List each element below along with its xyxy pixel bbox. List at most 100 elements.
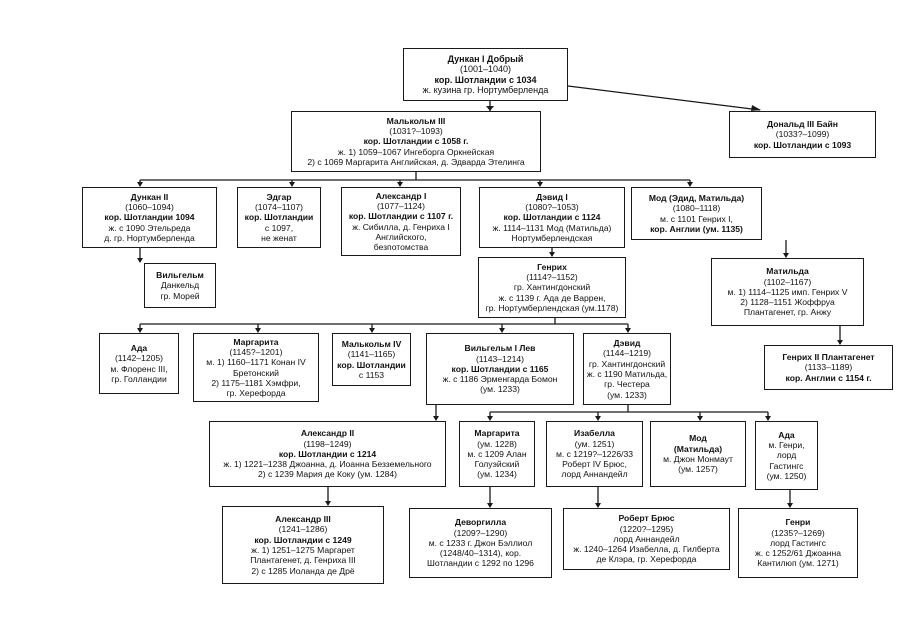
node-line: (1145?–1201) <box>229 346 283 357</box>
node-line: Нортумберлендская <box>511 232 593 243</box>
node-line: Александр I <box>375 190 427 201</box>
node-maud-2: Мод(Матильда)м. Джон Монмаут(ум. 1257) <box>650 421 746 487</box>
node-line: ж. с 1186 Эрменгарда Бомон <box>442 374 558 385</box>
node-matilda: Матильда(1102–1167)м. 1) 1114–1125 имп. … <box>711 258 864 326</box>
node-line: (1102–1167) <box>763 276 812 287</box>
node-line: 2) 1175–1181 Хэмфри, <box>211 377 301 388</box>
node-maud: Мод (Эдид, Матильда)(1080–1118)м. с 1101… <box>631 187 762 240</box>
node-line: ж. с 1190 Матильда, <box>586 369 668 379</box>
node-line: Малькольм IV <box>341 338 402 349</box>
node-line: (1080?–1053) <box>525 202 579 213</box>
node-alexander-ii: Александр II(1198–1249)кор. Шотландии с … <box>209 421 446 487</box>
node-line: (1080–1118) <box>672 203 721 214</box>
node-line: лорд Гастингс <box>770 537 826 548</box>
node-line: с 1097, <box>264 222 294 233</box>
node-line: 2) 1128–1151 Жоффруа <box>740 297 835 308</box>
node-line: Маргарита <box>233 336 279 347</box>
node-line: лорд <box>776 450 797 461</box>
node-line: Александр III <box>275 514 331 525</box>
node-line: Вильгельм <box>156 270 204 281</box>
node-line: (1074–1107) <box>254 202 304 213</box>
node-line: (1235?–1269) <box>771 527 825 538</box>
node-line: ж. кузина гр. Нортумберленда <box>422 84 549 95</box>
node-line: (1144–1219) <box>602 348 652 359</box>
node-line: Дэвид I <box>536 191 568 202</box>
node-line: м. Генри, <box>768 440 805 451</box>
node-line: (1220?–1295) <box>619 523 674 534</box>
node-line: м. с 1219?–1226/33 <box>555 448 634 459</box>
node-line: кор. Шотландии с 1249 <box>254 534 352 545</box>
node-line: Генрих <box>537 261 567 272</box>
node-line: ж. с 1090 Этельреда <box>108 222 191 233</box>
node-line: д. гр. Нортумберленда <box>104 232 195 243</box>
node-line: ж. 1114–1131 Мод (Матильда) <box>492 222 612 233</box>
node-line: гр. Морей <box>160 290 200 301</box>
node-line: Матильда <box>766 266 809 277</box>
node-line: Генрих II Плантагенет <box>782 352 875 363</box>
node-line: м. с 1101 Генрих I, <box>660 213 733 224</box>
node-line: (1033?–1099) <box>775 129 830 140</box>
node-line: ж. Сибилла, д. Генриха I <box>352 221 450 232</box>
node-line: кор. Шотландии 1094 <box>104 212 195 223</box>
node-line: Мод <box>689 433 707 444</box>
node-line: ж. 1) 1221–1238 Джоанна, д. Иоанна Беззе… <box>223 459 432 470</box>
node-line: (ум. 1234) <box>477 469 517 480</box>
node-line: не женат <box>261 232 297 243</box>
node-line: 2) с 1285 Иоланда де Дрё <box>251 565 355 576</box>
node-line: Деворгилла <box>454 517 507 528</box>
node-line: (1060–1094) <box>125 202 174 213</box>
node-line: Дункан I Добрый <box>447 53 524 64</box>
node-line: Маргарита <box>474 428 520 439</box>
node-line: (1209?–1290) <box>453 527 508 538</box>
node-line: безпотомства <box>373 242 429 253</box>
node-margaret-1: Маргарита(1145?–1201)м. 1) 1160–1171 Кон… <box>193 333 319 402</box>
node-line: Гастингс <box>769 460 804 471</box>
node-line: кор. Англии с 1154 г. <box>785 372 872 383</box>
node-line: м. Флоренс III, <box>110 363 168 374</box>
arrowhead <box>751 105 761 111</box>
node-line: м. Джон Монмаут <box>663 454 733 464</box>
node-line: ж. с 1252/61 Джоанна <box>754 548 842 559</box>
node-donald-iii: Дональд III Байн(1033?–1099)кор. Шотланд… <box>729 111 876 158</box>
arrowhead <box>486 106 494 111</box>
node-line: лорд Аннандейл <box>613 533 680 544</box>
node-alexander-iii: Александр III(1241–1286)кор. Шотландии с… <box>222 506 384 584</box>
node-line: Мод (Эдид, Матильда) <box>648 192 745 203</box>
node-line: (1133–1189) <box>804 362 853 373</box>
node-line: Роберт Брюс <box>618 513 675 524</box>
node-line: Бретонский <box>233 367 279 378</box>
node-line: гр. Голландии <box>111 373 167 384</box>
node-henry-ii: Генрих II Плантагенет(1133–1189)кор. Анг… <box>764 345 893 390</box>
node-dervorguilla: Деворгилла(1209?–1290)м. с 1233 г. Джон … <box>409 508 552 578</box>
node-line: (1198–1249) <box>303 438 352 449</box>
node-ada-1: Ада(1142–1205)м. Флоренс III,гр. Голланд… <box>99 333 179 394</box>
node-line: ж. 1) 1059–1067 Ингеборга Оркнейская <box>337 146 495 157</box>
node-line: (1142–1205) <box>114 353 164 364</box>
node-line: 2) с 1069 Маргарита Английская, д. Эдвар… <box>307 156 525 167</box>
node-line: (ум. 1250) <box>766 470 807 481</box>
node-line: Ада <box>130 342 148 353</box>
node-line: м. с 1209 Алан <box>467 448 527 459</box>
node-line: с 1153 <box>358 369 385 380</box>
node-william-i: Вильгельм I Лев(1143–1214)кор. Шотландии… <box>426 333 574 405</box>
node-david-i: Дэвид I(1080?–1053)кор. Шотландии с 1124… <box>479 187 625 248</box>
node-line: м. 1) 1114–1125 имп. Генрих V <box>727 286 848 297</box>
node-line: (1031?–1093) <box>389 126 443 137</box>
node-line: гр. Хантингдонский <box>588 358 666 369</box>
node-line: Дэвид <box>613 338 641 349</box>
node-line: кор. Шотландии <box>337 359 406 370</box>
node-line: м. с 1233 г. Джон Бэллиол <box>428 537 533 548</box>
node-line: Плантагенет, д. Генриха III <box>250 555 356 566</box>
node-line: (1248/40–1314), кор. <box>439 548 522 559</box>
node-line: Эдгар <box>266 191 292 202</box>
node-line: кор. Шотландии с 1165 <box>451 363 549 374</box>
node-line: (1143–1214) <box>475 353 525 364</box>
